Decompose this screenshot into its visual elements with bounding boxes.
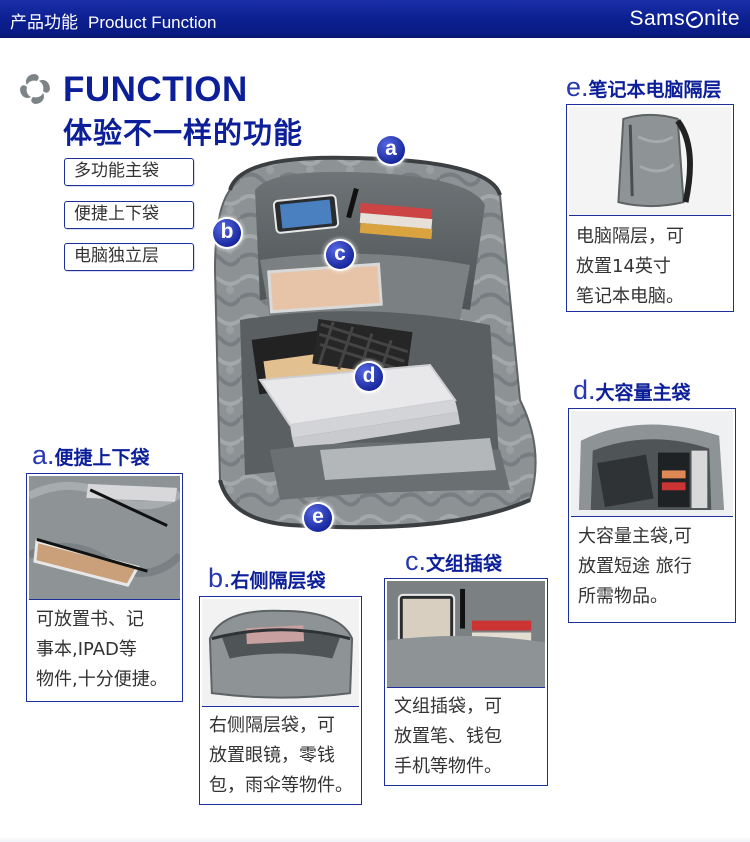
section-b-letter: b. <box>208 563 231 593</box>
section-d-title: d.大容量主袋 <box>573 375 691 406</box>
section-d-desc-line: 所需物品。 <box>578 586 668 607</box>
section-a-box: 可放置书、记 事本,IPAD等 物件,十分便捷。 <box>26 473 183 702</box>
section-c-heading: 文组插袋 <box>426 553 503 575</box>
header-title-en: Product Function <box>88 13 217 32</box>
section-d-heading: 大容量主袋 <box>595 382 691 404</box>
section-e-desc: 电脑隔层，可 放置14英寸 笔记本电脑。 <box>576 222 684 312</box>
section-a-letter: a. <box>32 440 55 470</box>
brand-text-start: Sams <box>629 7 686 30</box>
section-b-desc-line: 放置眼镜，零钱 <box>209 745 335 766</box>
swirl-logo-icon <box>20 74 50 104</box>
headline-chinese: 体验不一样的功能 <box>63 116 304 150</box>
marker-c: c <box>326 241 354 269</box>
brand-o-icon <box>686 10 704 28</box>
tag-convenient-pockets: 便捷上下袋 <box>64 201 194 229</box>
main-backpack-image <box>213 155 537 530</box>
section-b-desc-line: 右侧隔层袋，可 <box>209 715 335 736</box>
section-d-letter: d. <box>573 375 596 405</box>
section-c-desc-line: 文组插袋，可 <box>394 696 502 717</box>
section-c-box: 文组插袋，可 放置笔、钱包 手机等物件。 <box>384 578 548 786</box>
section-a-desc-line: 物件,十分便捷。 <box>36 669 168 690</box>
header-title-cn: 产品功能 <box>10 13 78 33</box>
section-a-title: a.便捷上下袋 <box>32 440 150 471</box>
headline-english: FUNCTION <box>63 70 248 109</box>
front-pockets-photo <box>29 476 180 600</box>
section-e-title: e.笔记本电脑隔层 <box>566 72 722 103</box>
section-a-heading: 便捷上下袋 <box>54 447 150 469</box>
section-e-heading: 笔记本电脑隔层 <box>588 79 722 101</box>
section-b-heading: 右侧隔层袋 <box>230 570 326 592</box>
section-b-desc-line: 包，雨伞等物件。 <box>209 775 353 796</box>
section-c-title: c.文组插袋 <box>405 546 502 577</box>
section-e-desc-line: 电脑隔层，可 <box>576 226 684 247</box>
section-d-desc-line: 放置短途 旅行 <box>578 556 692 577</box>
side-pocket-photo <box>202 599 359 707</box>
section-e-desc-line: 放置14英寸 <box>576 256 671 277</box>
laptop-compartment-photo <box>569 107 731 216</box>
header-title: 产品功能 Product Function <box>10 8 217 33</box>
marker-a: a <box>377 136 405 164</box>
section-d-box: 大容量主袋,可 放置短途 旅行 所需物品。 <box>568 408 736 623</box>
section-b-desc: 右侧隔层袋，可 放置眼镜，零钱 包，雨伞等物件。 <box>209 711 353 801</box>
section-b-box: 右侧隔层袋，可 放置眼镜，零钱 包，雨伞等物件。 <box>199 596 362 805</box>
marker-b: b <box>213 219 241 247</box>
main-compartment-photo <box>571 411 733 517</box>
section-a-desc-line: 事本,IPAD等 <box>36 639 137 660</box>
section-a-desc-line: 可放置书、记 <box>36 609 144 630</box>
section-b-title: b.右侧隔层袋 <box>208 563 326 594</box>
brand-logo: Sams nite <box>629 7 740 31</box>
section-d-desc-line: 大容量主袋,可 <box>578 526 692 547</box>
tag-laptop-compartment: 电脑独立层 <box>64 243 194 271</box>
section-c-desc: 文组插袋，可 放置笔、钱包 手机等物件。 <box>394 692 502 782</box>
marker-d: d <box>355 363 383 391</box>
section-e-letter: e. <box>566 72 589 102</box>
tag-multi-function-main-pocket: 多功能主袋 <box>64 158 194 186</box>
section-d-desc: 大容量主袋,可 放置短途 旅行 所需物品。 <box>578 522 692 612</box>
section-e-box: 电脑隔层，可 放置14英寸 笔记本电脑。 <box>566 104 734 312</box>
section-c-desc-line: 手机等物件。 <box>394 756 502 777</box>
marker-e: e <box>304 504 332 532</box>
section-e-desc-line: 笔记本电脑。 <box>576 286 684 307</box>
section-a-desc: 可放置书、记 事本,IPAD等 物件,十分便捷。 <box>36 605 168 695</box>
organizer-pocket-photo <box>387 581 545 688</box>
header-bar: 产品功能 Product Function Sams nite <box>0 0 750 38</box>
footer-divider <box>0 837 750 842</box>
section-c-desc-line: 放置笔、钱包 <box>394 726 502 747</box>
brand-text-end: nite <box>704 7 740 30</box>
section-c-letter: c. <box>405 546 427 576</box>
